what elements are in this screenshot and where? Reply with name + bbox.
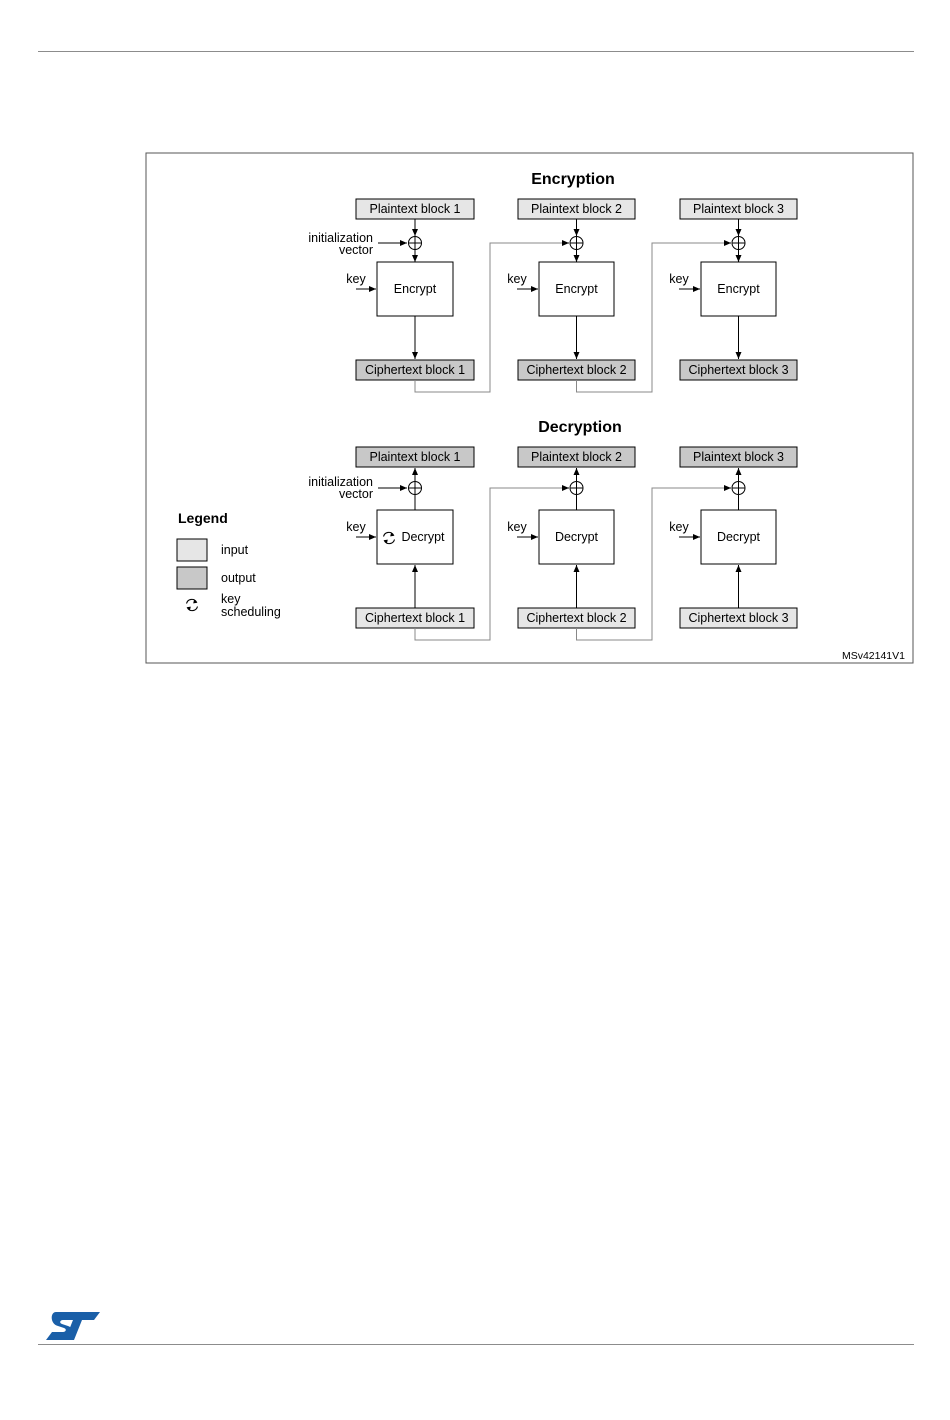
decryption-title: Decryption bbox=[538, 419, 622, 436]
st-logo bbox=[46, 1312, 100, 1340]
dec-key-label-3: key bbox=[669, 520, 689, 534]
enc-key-label-3: key bbox=[669, 272, 689, 286]
dec-decrypt-label-2: Decrypt bbox=[555, 530, 599, 544]
dec-plaintext-box-3 bbox=[679, 446, 798, 468]
enc-xor-1 bbox=[408, 236, 422, 250]
enc-ciphertext-box-3 bbox=[679, 359, 798, 381]
enc-plaintext-label-1: Plaintext block 1 bbox=[369, 202, 460, 216]
enc-ciphertext-label-3: Ciphertext block 3 bbox=[688, 363, 788, 377]
enc-plaintext-label-2: Plaintext block 2 bbox=[531, 202, 622, 216]
legend-output-label: output bbox=[221, 571, 256, 585]
diagram-frame bbox=[145, 152, 914, 664]
legend-output-swatch bbox=[176, 566, 208, 590]
enc-key-label-2: key bbox=[507, 272, 527, 286]
dec-plaintext-box-2 bbox=[517, 446, 636, 468]
enc-chain-1-2 bbox=[414, 242, 568, 393]
dec-decrypt-box-2 bbox=[538, 509, 615, 565]
enc-iv-label-line1: initialization bbox=[308, 231, 373, 245]
legend-key-scheduling-line2: scheduling bbox=[221, 605, 281, 619]
dec-ciphertext-label-3: Ciphertext block 3 bbox=[688, 611, 788, 625]
legend-input-label: input bbox=[221, 543, 249, 557]
legend-input-swatch bbox=[176, 538, 208, 562]
dec-decrypt-label-3: Decrypt bbox=[717, 530, 761, 544]
dec-xor-1 bbox=[408, 481, 422, 495]
cbc-mode-diagram: Encryption Decryption Plaintext block 1 … bbox=[145, 152, 914, 664]
dec-iv-label-line1: initialization bbox=[308, 475, 373, 489]
enc-key-label-1: key bbox=[346, 272, 366, 286]
legend-key-scheduling-line1: key bbox=[221, 592, 241, 606]
figure-id: MSv42141V1 bbox=[842, 650, 905, 662]
dec-chain-2-3 bbox=[576, 487, 730, 641]
dec-plaintext-box-1 bbox=[355, 446, 475, 468]
enc-chain-2-3 bbox=[576, 242, 730, 393]
enc-encrypt-box-2 bbox=[538, 261, 615, 317]
enc-xor-3 bbox=[731, 236, 746, 250]
enc-encrypt-box-1 bbox=[376, 261, 454, 317]
dec-key-label-1: key bbox=[346, 520, 366, 534]
enc-ciphertext-label-1: Ciphertext block 1 bbox=[365, 363, 465, 377]
dec-decrypt-box-3 bbox=[700, 509, 777, 565]
dec-iv-label-line2: vector bbox=[339, 487, 373, 501]
dec-plaintext-label-1: Plaintext block 1 bbox=[369, 450, 460, 464]
dec-ciphertext-label-1: Ciphertext block 1 bbox=[365, 611, 465, 625]
legend-title: Legend bbox=[178, 510, 228, 526]
enc-encrypt-label-1: Encrypt bbox=[394, 282, 437, 296]
encryption-title: Encryption bbox=[531, 171, 615, 188]
dec-ciphertext-box-3 bbox=[679, 607, 798, 629]
enc-plaintext-label-3: Plaintext block 3 bbox=[693, 202, 784, 216]
dec-decrypt-box-1 bbox=[376, 509, 454, 565]
dec-xor-3 bbox=[731, 481, 746, 495]
enc-xor-2 bbox=[569, 236, 584, 250]
dec-key-label-2: key bbox=[507, 520, 527, 534]
dec-plaintext-label-2: Plaintext block 2 bbox=[531, 450, 622, 464]
enc-iv-label-line2: vector bbox=[339, 243, 373, 257]
footer-rule bbox=[38, 1344, 914, 1345]
st-logo-shape bbox=[46, 1312, 100, 1340]
dec-plaintext-label-3: Plaintext block 3 bbox=[693, 450, 784, 464]
header-rule bbox=[38, 51, 914, 52]
enc-encrypt-label-3: Encrypt bbox=[717, 282, 760, 296]
dec-decrypt-label-1: Decrypt bbox=[401, 530, 445, 544]
dec-chain-1-2 bbox=[414, 487, 568, 641]
enc-encrypt-label-2: Encrypt bbox=[555, 282, 598, 296]
dec-xor-2 bbox=[569, 481, 584, 495]
dec-ciphertext-label-2: Ciphertext block 2 bbox=[526, 611, 626, 625]
enc-ciphertext-label-2: Ciphertext block 2 bbox=[526, 363, 626, 377]
